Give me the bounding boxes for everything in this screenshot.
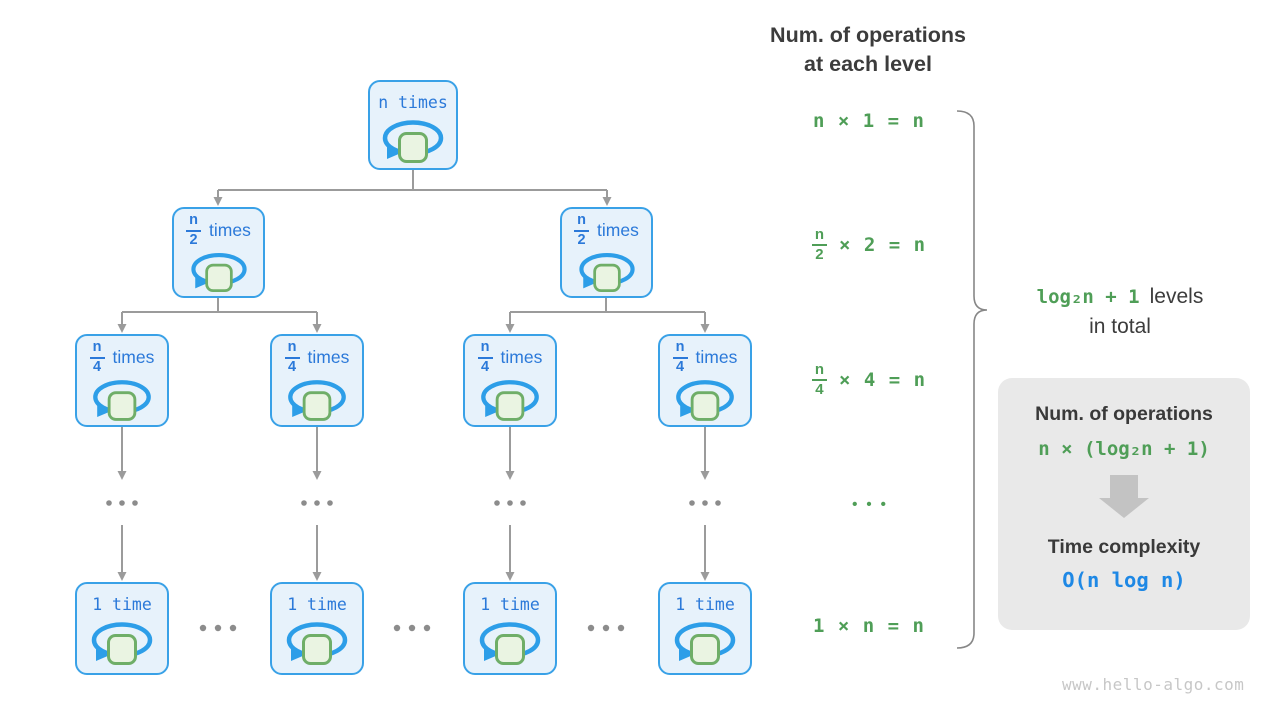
ellipsis-dots-icon: ••• bbox=[852, 496, 895, 513]
fraction-numerator: n bbox=[574, 212, 590, 232]
loop-arrow-icon bbox=[288, 380, 346, 422]
tree-node-leaf-10: 1 time bbox=[658, 582, 752, 675]
node-label-suffix: times bbox=[695, 347, 738, 368]
level-formula-0: n × 1 = n bbox=[780, 110, 958, 132]
node-label: 1 time bbox=[287, 594, 347, 614]
node-label-suffix: times bbox=[112, 347, 155, 368]
tree-connectors bbox=[106, 170, 721, 632]
fraction-numerator: n bbox=[186, 212, 202, 232]
loop-arrow-icon bbox=[91, 622, 153, 665]
node-label-row: 1 time bbox=[675, 591, 735, 617]
loop-arrow-icon bbox=[190, 253, 247, 293]
level-formula-4: 1 × n = n bbox=[780, 615, 958, 637]
time-complexity-title: Time complexity bbox=[1047, 536, 1201, 558]
formula-text: × 2 = n bbox=[839, 234, 927, 257]
fraction-numerator: n bbox=[89, 339, 105, 359]
loop-arrow-icon bbox=[676, 380, 734, 422]
node-label-row: 1 time bbox=[287, 591, 347, 617]
levels-word: levels bbox=[1149, 285, 1204, 308]
curly-brace-icon bbox=[956, 110, 988, 649]
log-levels-formula: log₂n + 1 bbox=[1036, 286, 1140, 308]
tree-node-leaf-9: 1 time bbox=[463, 582, 557, 675]
levels-total-label: log₂n + 1 levels in total bbox=[1018, 283, 1222, 341]
node-label: 1 time bbox=[675, 594, 735, 614]
operations-header: Num. of operations at each level bbox=[720, 21, 1016, 79]
fraction-numerator: n bbox=[672, 339, 688, 359]
watermark: www.hello-algo.com bbox=[1062, 675, 1245, 694]
loop-arrow-icon bbox=[286, 622, 348, 665]
tree-node-leaf-7: 1 time bbox=[75, 582, 169, 675]
levels-total-line2: in total bbox=[1089, 315, 1151, 338]
fraction-denominator: 2 bbox=[189, 231, 198, 248]
formula-text: × 4 = n bbox=[839, 369, 927, 392]
summary-formula: n × (log₂n + 1) bbox=[1038, 438, 1210, 460]
summary-title: Num. of operations bbox=[1035, 403, 1213, 425]
loop-arrow-icon bbox=[382, 120, 444, 163]
node-label-row: 1 time bbox=[92, 591, 152, 617]
fraction-denominator: 4 bbox=[676, 358, 685, 375]
loop-arrow-icon bbox=[479, 622, 541, 665]
fraction-denominator: 4 bbox=[288, 358, 297, 375]
loop-arrow-icon bbox=[481, 380, 539, 422]
fraction-denominator: 4 bbox=[93, 358, 102, 375]
time-complexity-value: O(n log n) bbox=[1062, 568, 1186, 592]
node-label-row: 1 time bbox=[480, 591, 540, 617]
fraction-denominator: 4 bbox=[481, 358, 490, 375]
fraction-numerator: n bbox=[284, 339, 300, 359]
node-label-row: n times bbox=[378, 89, 448, 115]
tree-node-root-0: n times bbox=[368, 80, 458, 170]
operations-header-line1: Num. of operations bbox=[770, 23, 966, 47]
loop-arrow-icon bbox=[578, 253, 635, 293]
node-label-suffix: times bbox=[307, 347, 350, 368]
node-label: 1 time bbox=[480, 594, 540, 614]
fraction-denominator: 4 bbox=[815, 381, 824, 399]
fraction-numerator: n bbox=[477, 339, 493, 359]
formula-text: n × 1 = n bbox=[813, 110, 925, 132]
level-formula-3: ••• bbox=[780, 496, 958, 513]
fraction-numerator: n bbox=[811, 361, 828, 382]
loop-arrow-icon bbox=[674, 622, 736, 665]
levels-total-line1: log₂n + 1 levels bbox=[1018, 283, 1222, 313]
node-label-suffix: times bbox=[597, 220, 639, 241]
node-label-suffix: times bbox=[500, 347, 543, 368]
down-arrow-icon bbox=[1099, 475, 1149, 518]
formula-text: 1 × n = n bbox=[813, 615, 925, 637]
operations-header-line2: at each level bbox=[804, 52, 932, 76]
node-label: n times bbox=[378, 92, 448, 112]
fraction-numerator: n bbox=[811, 226, 828, 247]
ellipsis-dots-icon bbox=[106, 500, 721, 632]
summary-box: Num. of operations n × (log₂n + 1) Time … bbox=[998, 378, 1250, 630]
loop-arrow-icon bbox=[93, 380, 151, 422]
fraction-denominator: 2 bbox=[577, 231, 586, 248]
node-label: 1 time bbox=[92, 594, 152, 614]
node-label-suffix: times bbox=[209, 220, 251, 241]
tree-node-leaf-8: 1 time bbox=[270, 582, 364, 675]
fraction-denominator: 2 bbox=[815, 246, 824, 264]
